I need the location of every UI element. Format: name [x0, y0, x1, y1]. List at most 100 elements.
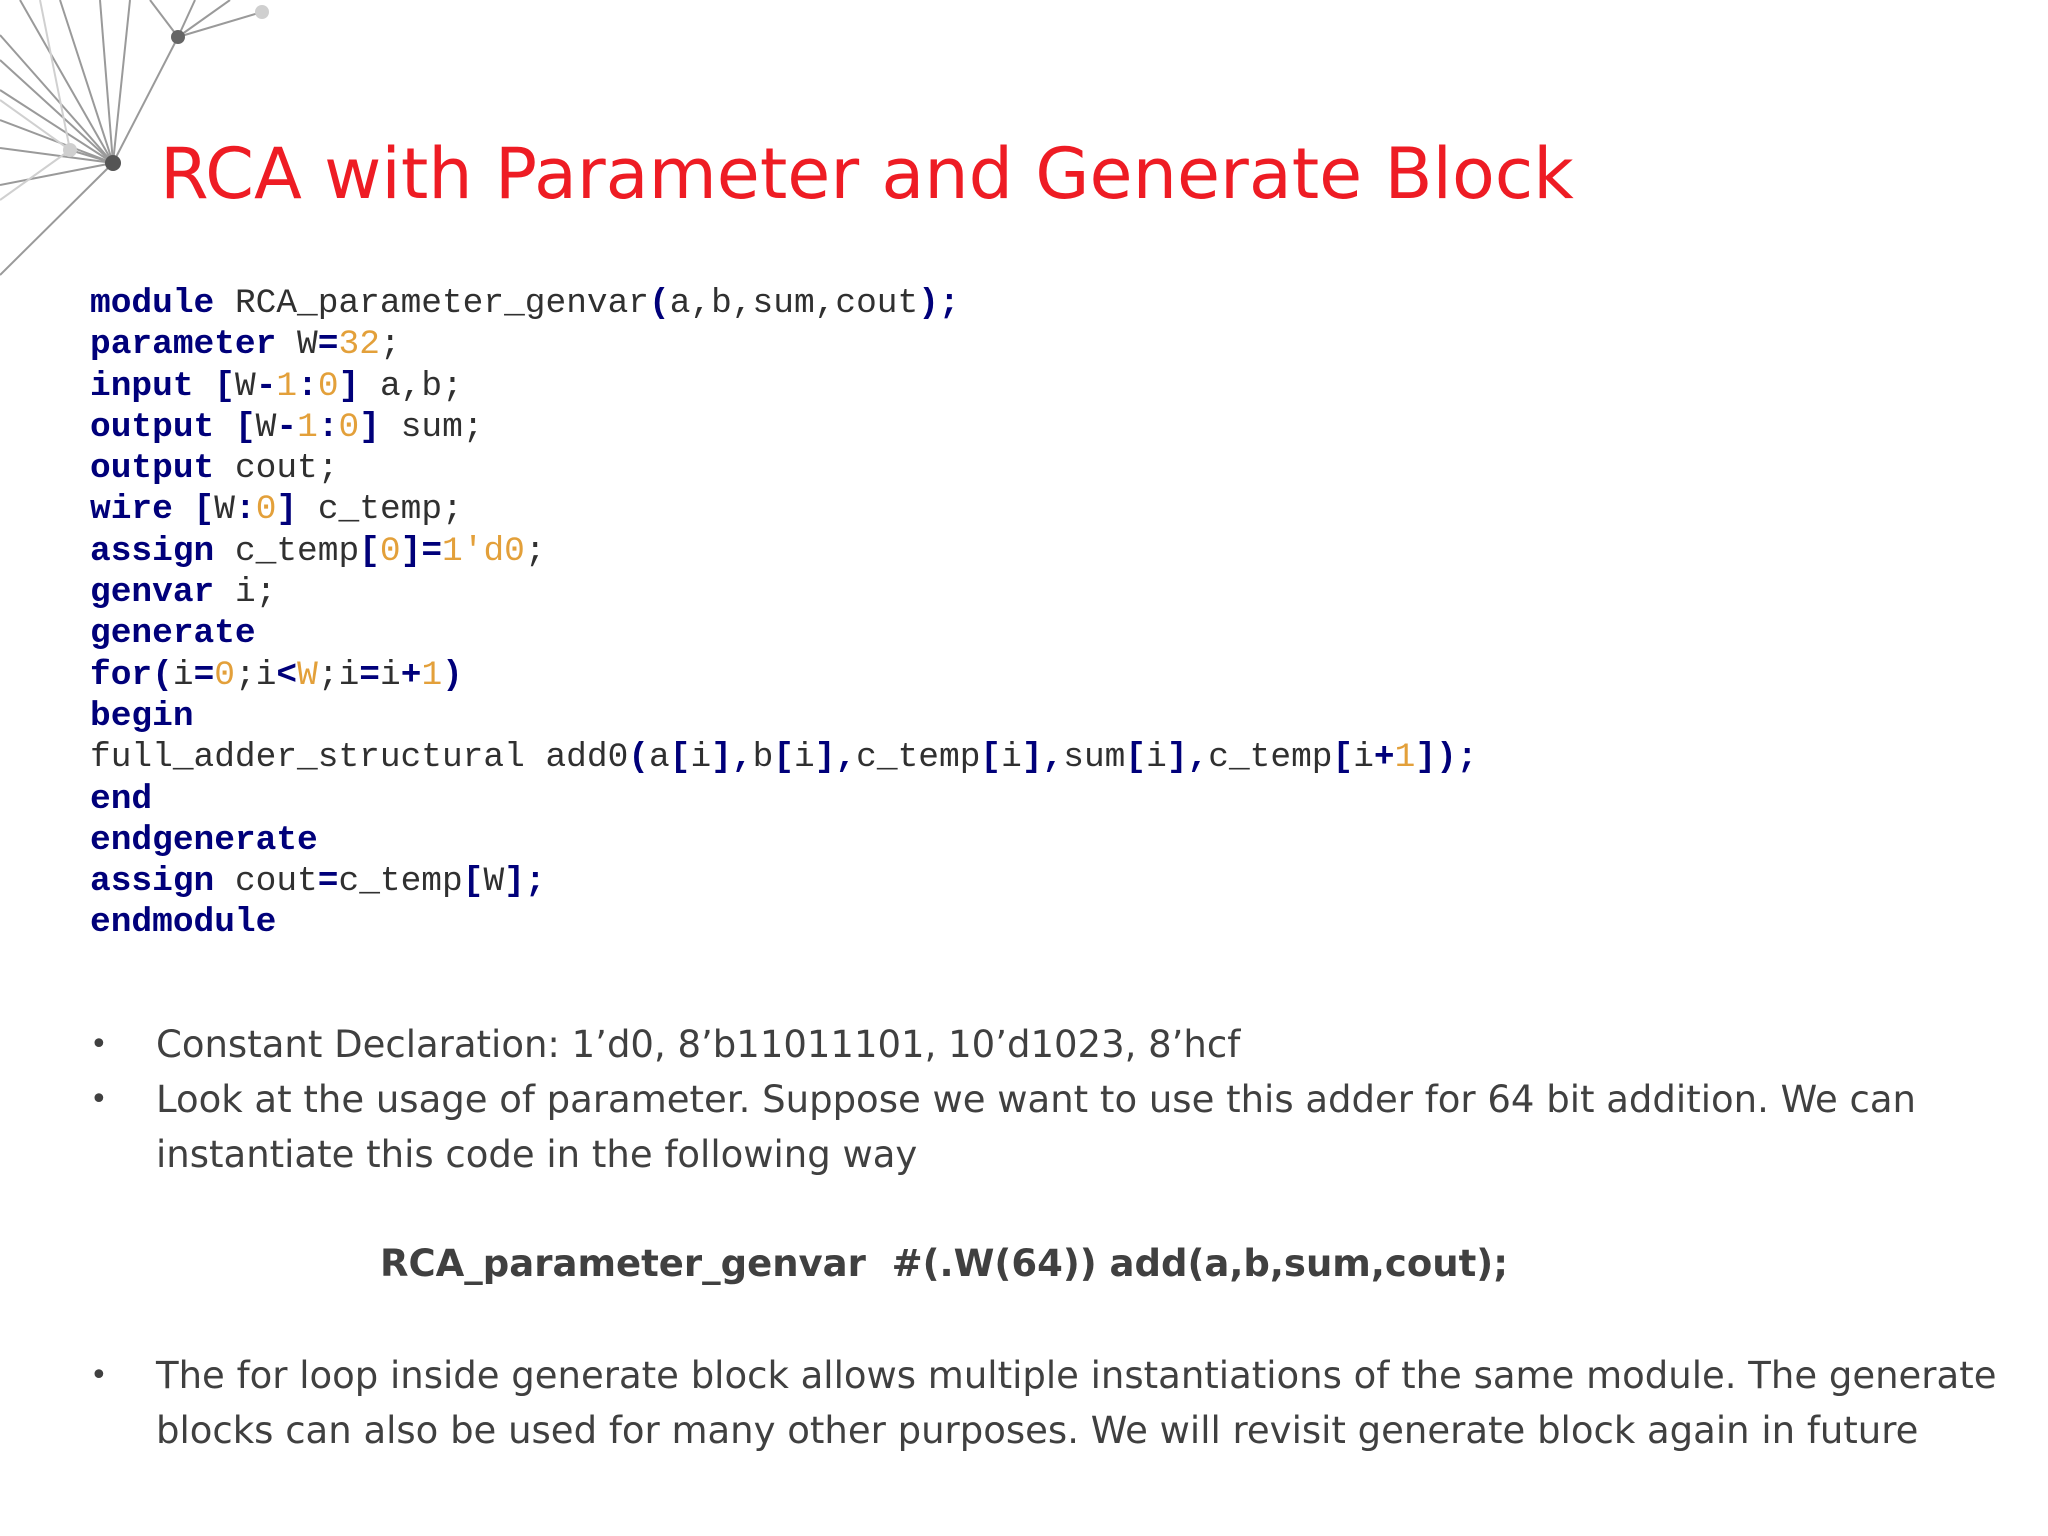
code-token: [: [214, 366, 235, 406]
code-token: full_adder_structural add0: [90, 738, 629, 778]
code-token: <: [276, 655, 298, 695]
slide-title: RCA with Parameter and Generate Block: [160, 133, 1574, 215]
code-token: ]=: [400, 531, 443, 571]
code-line: output cout;: [90, 448, 1477, 489]
code-line: output [W-1:0] sum;: [90, 407, 1477, 448]
code-token: [: [773, 738, 795, 778]
code-token: [: [193, 490, 215, 530]
code-token: =: [317, 862, 339, 902]
code-token: ],: [814, 738, 857, 778]
code-token: assign: [90, 862, 215, 902]
code-token: ],: [711, 738, 753, 778]
bullet-icon: •: [90, 1027, 108, 1062]
code-line: endmodule: [90, 902, 1477, 943]
code-token: :: [234, 490, 256, 530]
code-token: wire: [90, 490, 173, 530]
code-token: =: [359, 655, 380, 695]
code-token: b: [752, 738, 774, 778]
code-token: RCA_parameter_genvar: [214, 284, 650, 323]
code-token: i;: [214, 573, 277, 613]
code-token: i: [794, 738, 815, 778]
code-token: genvar: [90, 573, 215, 613]
code-token: ;i: [317, 655, 360, 695]
code-token: 0: [317, 366, 339, 406]
code-line: begin: [90, 696, 1477, 737]
code-token: [: [980, 738, 1002, 778]
code-token: [173, 490, 194, 529]
code-block: module RCA_parameter_genvar(a,b,sum,cout…: [90, 283, 1477, 944]
code-token: assign: [90, 531, 215, 571]
code-token: W: [214, 490, 235, 530]
code-token: [: [669, 738, 691, 778]
code-token: c_temp: [338, 862, 463, 902]
code-line: for(i=0;i<W;i=i+1): [90, 655, 1477, 696]
code-token: 0: [255, 490, 277, 530]
code-token: W: [483, 862, 505, 902]
bullet-text: Look at the usage of parameter. Suppose …: [156, 1078, 1916, 1176]
code-token: ;i: [235, 655, 277, 695]
code-token: c_temp: [214, 531, 360, 571]
code-token: 1: [297, 407, 318, 447]
code-token: 0: [379, 531, 401, 571]
code-line: genvar i;: [90, 572, 1477, 613]
code-token: W: [234, 366, 256, 406]
code-token: i: [172, 655, 194, 695]
code-token: 1'd0: [442, 531, 525, 571]
code-token: 1: [276, 366, 298, 406]
network-graph-icon: [0, 0, 269, 276]
code-token: input: [90, 366, 194, 406]
code-token: module: [90, 284, 215, 323]
code-token: a: [649, 738, 670, 778]
code-token: end: [90, 779, 153, 819]
code-token: [194, 367, 215, 406]
code-token: (: [152, 655, 173, 695]
code-token: (: [649, 284, 670, 323]
code-token: -: [255, 366, 277, 406]
code-token: W: [255, 407, 277, 447]
code-token: i: [690, 738, 712, 778]
code-token: =: [193, 655, 215, 695]
code-token: 0: [214, 655, 235, 695]
code-token: ;: [379, 325, 401, 365]
bullet-text: Constant Declaration: 1’d0, 8’b11011101,…: [156, 1023, 1241, 1066]
code-token: output: [90, 407, 215, 447]
code-token: +: [400, 655, 422, 695]
code-line: full_adder_structural add0(a[i],b[i],c_t…: [90, 737, 1477, 778]
code-token: (: [628, 738, 650, 778]
code-token: W: [276, 325, 318, 365]
code-token: for: [90, 655, 153, 695]
code-token: i: [1146, 738, 1167, 778]
code-token: [: [234, 407, 256, 447]
code-token: generate: [90, 614, 256, 654]
code-token: [214, 408, 235, 447]
code-token: endgenerate: [90, 820, 318, 860]
code-token: cout;: [214, 449, 339, 489]
code-line: module RCA_parameter_genvar(a,b,sum,cout…: [90, 283, 1477, 324]
code-token: i: [1001, 738, 1022, 778]
code-token: c_temp: [1208, 738, 1333, 778]
code-token: ],: [1021, 738, 1064, 778]
code-token: 1: [1394, 738, 1416, 778]
code-token: 32: [338, 325, 380, 365]
instantiation-example: RCA_parameter_genvar #(.W(64)) add(a,b,s…: [380, 1242, 1508, 1285]
code-token: i: [380, 655, 401, 695]
code-token: ;: [524, 531, 546, 571]
code-token: sum: [1063, 738, 1126, 778]
code-line: input [W-1:0] a,b;: [90, 366, 1477, 407]
code-token: +: [1373, 738, 1395, 778]
code-token: ]: [276, 490, 298, 530]
code-token: a,b;: [359, 366, 463, 406]
code-token: ]: [359, 407, 380, 447]
code-token: parameter: [90, 325, 277, 365]
code-token: begin: [90, 696, 194, 736]
code-line: endgenerate: [90, 820, 1477, 861]
code-token: [: [359, 531, 380, 571]
code-token: ]: [338, 366, 360, 406]
code-token: =: [317, 325, 339, 365]
code-token: 1: [421, 655, 443, 695]
bullet-icon: •: [90, 1082, 108, 1117]
code-token: );: [918, 284, 960, 323]
code-token: sum;: [379, 407, 484, 447]
code-token: output: [90, 449, 215, 489]
